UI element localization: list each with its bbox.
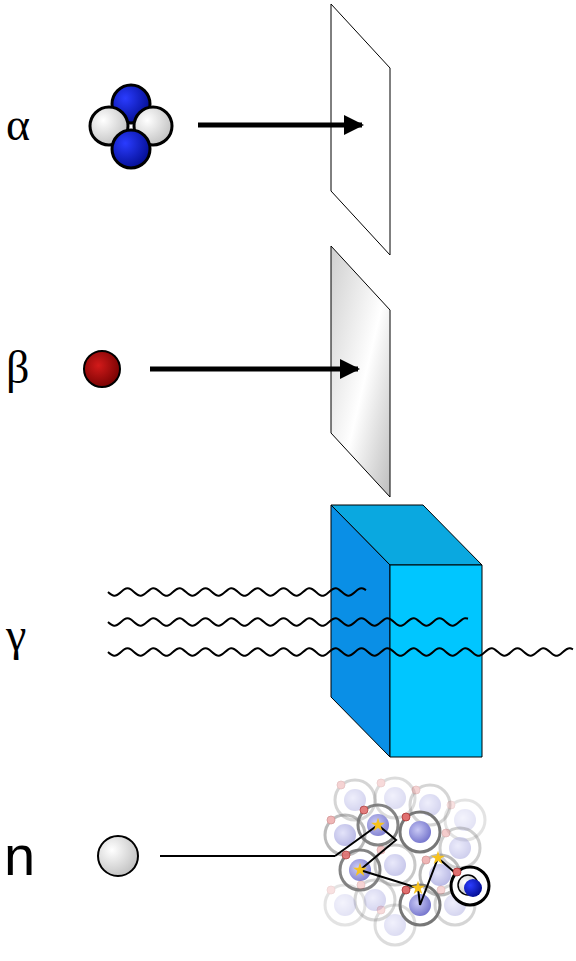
atom: [440, 828, 480, 868]
gamma-wave: [108, 618, 468, 625]
beta-arrow: [150, 367, 358, 372]
neutron-track: [335, 825, 468, 905]
atom: [355, 880, 395, 920]
shielding-atoms: [325, 778, 489, 945]
atom: [400, 812, 440, 852]
atom: [375, 845, 415, 885]
gamma-rays: [108, 588, 573, 655]
particle-label: α: [6, 102, 30, 148]
collision-spark: [353, 863, 367, 876]
collision-spark: [411, 881, 425, 894]
gamma-wave: [108, 648, 573, 655]
particle-label: γ: [6, 612, 26, 658]
particle-label: β: [6, 345, 29, 391]
atom: [445, 800, 485, 840]
particle-label: n: [4, 828, 35, 884]
paper-sheet: [331, 4, 390, 255]
alpha-arrow: [198, 123, 362, 128]
gamma-wave: [108, 588, 366, 595]
collision-spark: [431, 851, 445, 864]
neutron-path: [160, 855, 335, 857]
atom: [325, 885, 365, 925]
captured-neutron: [451, 867, 489, 905]
neutron-particle: [98, 836, 138, 876]
collision-spark: [371, 818, 385, 831]
alpha-particle: [90, 85, 172, 168]
beta-particle: [84, 351, 120, 387]
atom: [375, 905, 415, 945]
atom: [358, 805, 398, 845]
lead-block: [331, 505, 482, 757]
